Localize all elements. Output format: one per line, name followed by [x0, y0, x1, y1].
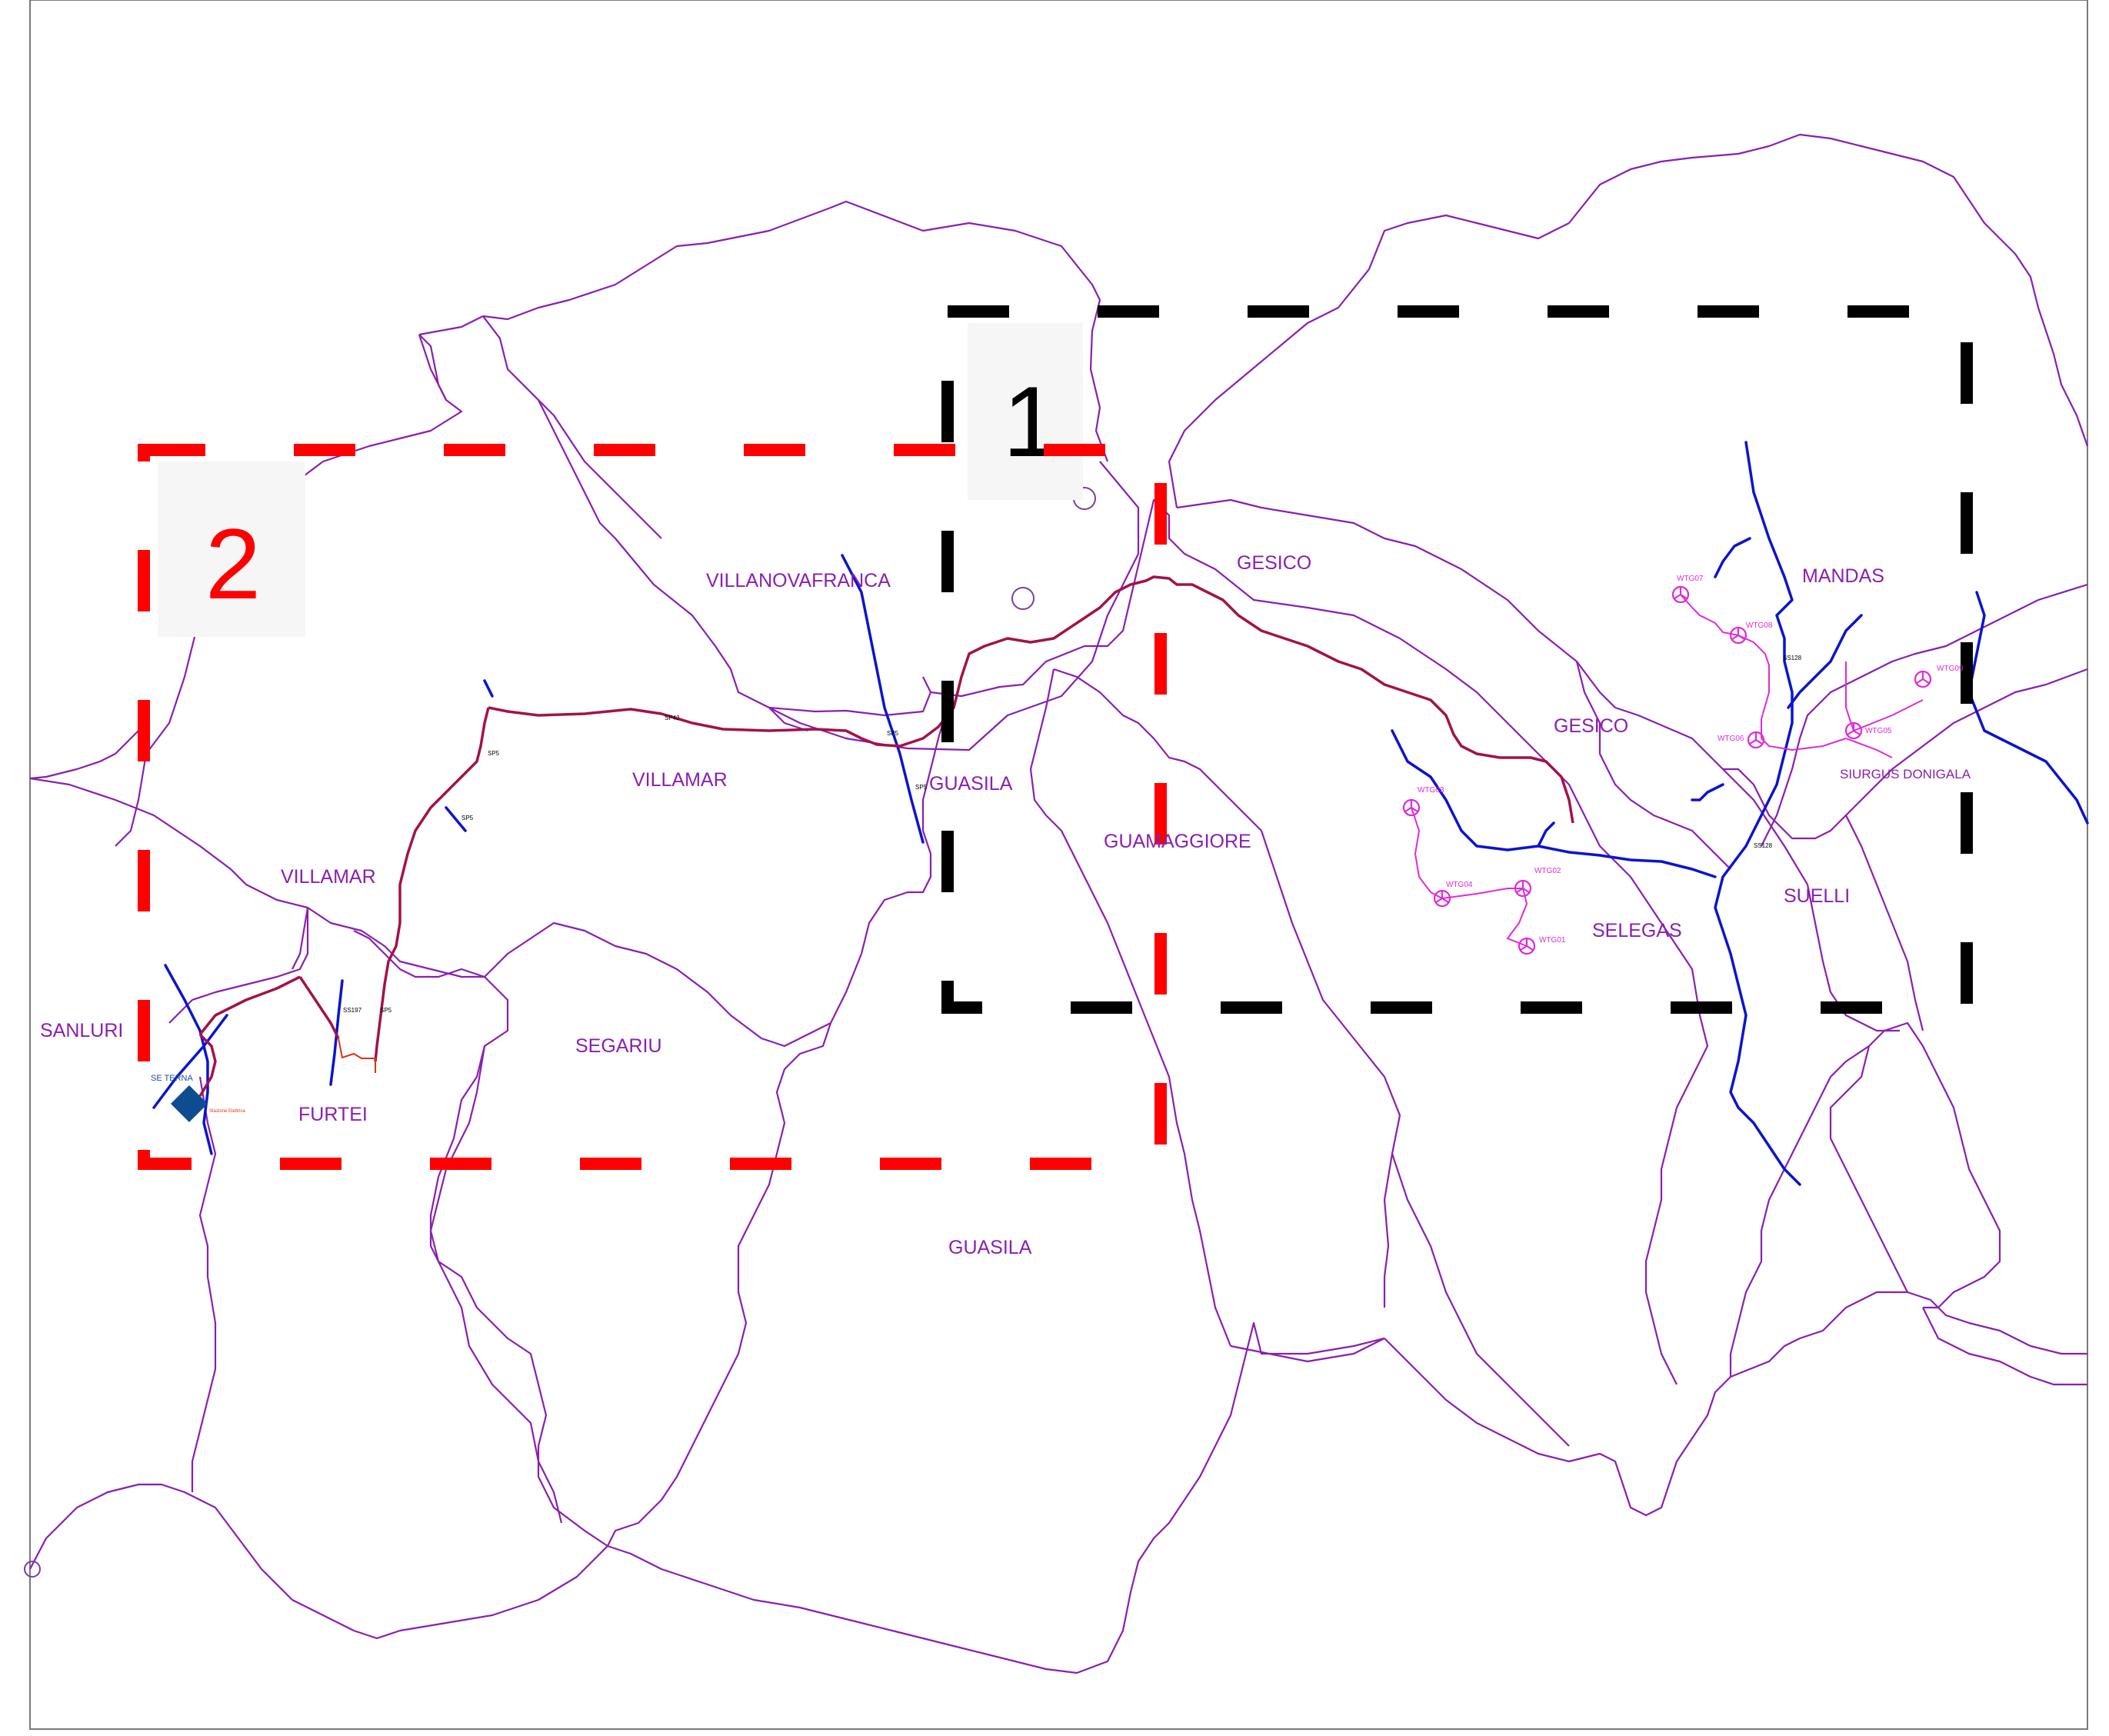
turbine-wtg05: WTG05	[1844, 721, 1892, 740]
town-label: FURTEI	[298, 1104, 368, 1125]
road-label: SP5	[915, 784, 928, 791]
turbine-label: WTG06	[1718, 735, 1744, 743]
road-label: SP42	[665, 715, 680, 721]
zone-2: 2	[138, 444, 1167, 1170]
town-label: GUAMAGGIORE	[1104, 831, 1251, 852]
turbine-label: WTG01	[1539, 936, 1566, 945]
zone-1: 1	[941, 305, 1973, 1014]
turbine-wtg09: WTG09	[1914, 665, 1964, 688]
road-label: SS128	[1783, 655, 1802, 661]
substation-sublabel: Stazione Elettrica	[209, 1109, 245, 1114]
zone-2-outline	[138, 444, 1167, 1170]
zone-1-number: 1	[1003, 365, 1058, 478]
roads	[152, 441, 2089, 1186]
zone-1-label-box	[968, 323, 1083, 500]
turbines: WTG03 WTG04 WTG02 WTG01 WTG07 WTG08	[1402, 575, 1964, 955]
turbine-wtg08: WTG08	[1729, 621, 1773, 645]
road-label: SP5	[488, 750, 500, 757]
town-label: GESICO	[1237, 552, 1311, 574]
road-label: SP5	[887, 730, 899, 737]
town-label: GUASILA	[948, 1237, 1032, 1258]
turbine-wtg02: WTG02	[1514, 867, 1561, 898]
road-label: SP5	[461, 815, 474, 821]
turbine-wtg01: WTG01	[1518, 936, 1566, 955]
town-label: VILLAMAR	[632, 769, 728, 791]
substation-label: SE TERNA	[151, 1074, 193, 1083]
town-label: SEGARIU	[575, 1035, 662, 1057]
junction-marker	[24, 1561, 41, 1578]
zone-1-outline	[941, 305, 1973, 1014]
municipal-boundaries	[29, 133, 2089, 1674]
town-label: SIURGUS DONIGALA	[1840, 767, 1971, 781]
cable-route	[198, 575, 1574, 1097]
road-label: SS197	[343, 1007, 362, 1014]
turbine-wtg03: WTG03	[1402, 786, 1444, 817]
turbine-wtg06: WTG06	[1718, 731, 1765, 749]
town-label: MANDAS	[1802, 565, 1884, 587]
turbine-label: WTG03	[1418, 786, 1444, 795]
turbine-connections	[1411, 594, 1924, 947]
town-label: GUASILA	[929, 773, 1013, 795]
junction-marker	[1011, 587, 1035, 610]
turbine-label: WTG09	[1937, 665, 1964, 673]
road-label: SS128	[1754, 842, 1773, 849]
zone-2-label-box	[158, 461, 305, 637]
town-labels: SANLURI VILLAMAR FURTEI SEGARIU VILLANOV…	[40, 552, 1971, 1258]
zone-2-number: 2	[205, 508, 261, 620]
town-label: SANLURI	[40, 1020, 123, 1041]
town-label: SELEGAS	[1592, 920, 1682, 941]
road-labels: SP42 SP5 SP5 SP5 SP5 SP5 SS197 SS128 SS1…	[343, 655, 1802, 1014]
turbine-wtg07: WTG07	[1671, 575, 1704, 604]
turbine-label: WTG08	[1746, 621, 1773, 630]
town-label: VILLAMAR	[281, 866, 376, 888]
turbine-wtg04: WTG04	[1433, 881, 1473, 908]
turbine-label: WTG02	[1534, 867, 1561, 875]
town-label: SUELLI	[1784, 885, 1850, 907]
turbine-label: WTG07	[1677, 575, 1704, 583]
turbine-label: WTG04	[1446, 881, 1473, 889]
substation-se-terna: SE TERNA Stazione Elettrica	[151, 1074, 245, 1123]
town-label: VILLANOVAFRANCA	[706, 570, 891, 591]
map-frame	[29, 0, 2088, 1730]
turbine-label: WTG05	[1865, 727, 1892, 735]
town-label: GESICO	[1554, 715, 1628, 737]
road-label: SP5	[380, 1007, 392, 1014]
